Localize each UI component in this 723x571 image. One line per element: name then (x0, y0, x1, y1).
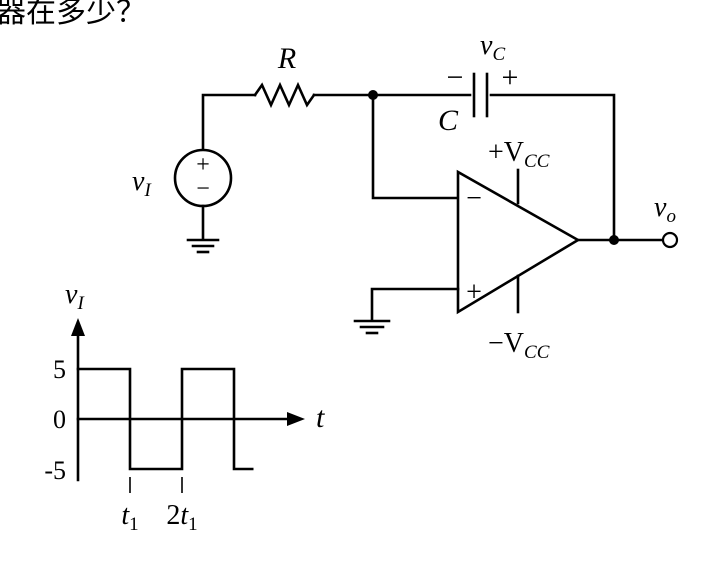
source-voltage-label: vI (132, 166, 152, 201)
capacitor-minus-sign: − (447, 61, 464, 94)
source-minus-sign: − (196, 176, 210, 202)
waveform-y-arrowhead (71, 318, 85, 336)
y-tick-label-5: 5 (53, 355, 66, 384)
capacitor-label: C (438, 104, 459, 137)
x-tick-label-2t1: 2t1 (166, 500, 197, 535)
capacitor-plus-sign: + (502, 61, 519, 94)
input-waveform-chart: vI t 5 0 -5 t1 2t1 (44, 279, 325, 535)
junction-node-output (609, 235, 619, 245)
supply-negative-label: −VCC (488, 328, 550, 363)
header-text: 器在多少？ (0, 0, 146, 29)
y-tick-label-0: 0 (53, 405, 66, 434)
wire-noninverting-to-ground (370, 287, 460, 321)
integrator-circuit: + − − + R C vC − + +VCC −VCC v (132, 30, 679, 363)
opamp-ground-icon (353, 319, 391, 335)
waveform-x-arrowhead (287, 412, 305, 426)
source-plus-sign: + (196, 152, 210, 178)
wire-capacitor-to-output (489, 93, 616, 242)
square-wave-series-line (76, 367, 254, 471)
output-voltage-label: vo (654, 192, 676, 227)
capacitor-voltage-label: vC (480, 30, 505, 65)
opamp-inverting-sign: − (466, 183, 482, 214)
opamp-noninverting-sign: + (466, 277, 482, 308)
resistor-label: R (277, 42, 296, 75)
output-terminal (661, 231, 679, 249)
x-tick-label-t1: t1 (121, 500, 138, 535)
supply-positive-label: +VCC (488, 137, 550, 172)
wire-node-to-inverting (371, 93, 460, 200)
waveform-y-axis-label: vI (65, 279, 85, 314)
source-ground-icon (186, 238, 220, 254)
resistor-symbol (253, 81, 316, 109)
wire-source-to-resistor (201, 93, 257, 150)
y-tick-label-neg5: -5 (44, 456, 66, 485)
waveform-x-axis-label: t (316, 401, 325, 434)
